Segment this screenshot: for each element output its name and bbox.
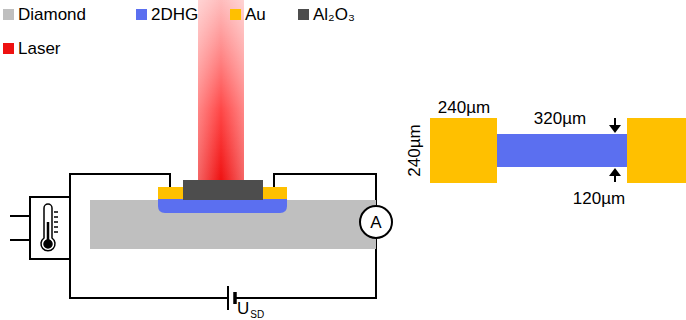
dimension-label: 320µm	[534, 110, 586, 127]
legend-swatch	[3, 43, 14, 54]
legend-swatch	[136, 9, 147, 20]
legend-text: 2DHG	[151, 6, 198, 23]
dimension-label: 240µm	[438, 99, 490, 116]
legend-swatch	[230, 9, 241, 20]
voltage-label: U	[237, 300, 249, 317]
diamond-substrate	[90, 200, 376, 249]
legend-text: Al₂O₃	[313, 6, 355, 23]
au-pad	[627, 118, 686, 183]
legend-swatch	[298, 9, 309, 20]
2dhg-channel	[497, 134, 627, 167]
voltage-subscript: SD	[250, 310, 264, 320]
laser-beam-shade	[198, 0, 244, 181]
legend-text: Au	[245, 6, 266, 23]
ammeter-symbol: A	[359, 205, 393, 239]
au-contact	[259, 187, 287, 199]
au-pad	[430, 118, 497, 183]
legend-text: Diamond	[18, 6, 86, 23]
al2o3-layer	[183, 180, 263, 200]
dimension-arrow	[609, 118, 621, 182]
legend-text: Laser	[18, 40, 61, 57]
laser-beam	[198, 0, 244, 181]
thermometer-icon	[41, 204, 58, 251]
battery-plate	[227, 286, 229, 310]
circuit-wire	[10, 174, 376, 298]
battery-plate	[233, 292, 237, 304]
dimension-label: 120µm	[573, 190, 625, 207]
dimension-label: 240µm	[405, 124, 422, 176]
legend-swatch	[3, 9, 14, 20]
thermometer-box	[30, 197, 70, 259]
2dhg-layer	[158, 199, 287, 213]
ammeter-label: A	[370, 214, 381, 231]
au-contact	[158, 187, 186, 199]
